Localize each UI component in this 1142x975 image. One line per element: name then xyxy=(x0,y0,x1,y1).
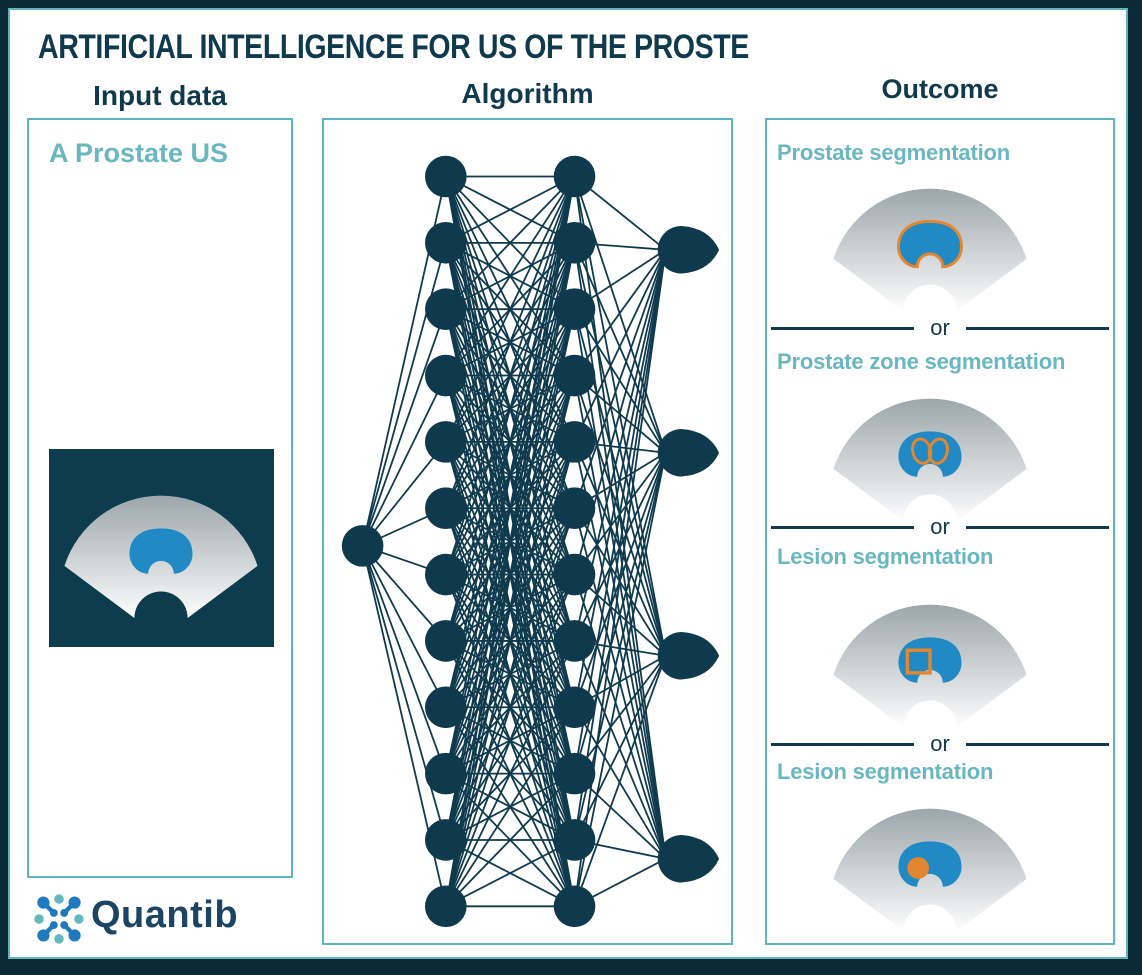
divider-line xyxy=(771,326,915,330)
column-header-algorithm: Algorithm xyxy=(461,78,594,109)
ultrasound-fan-icon xyxy=(62,489,260,622)
or-divider: or xyxy=(771,514,1109,540)
outcome-label-prostate-segmentation: Prostate segmentation xyxy=(777,140,1010,165)
outcome-fan-lesion-dot xyxy=(831,802,1029,935)
neural-network-diagram xyxy=(341,155,720,928)
divider-line xyxy=(771,525,915,529)
divider-line xyxy=(965,742,1109,746)
outcome-fan-zone-segmentation xyxy=(831,392,1029,525)
input-data-panel: A Prostate US xyxy=(27,118,293,878)
input-image-label: A Prostate US xyxy=(49,138,229,168)
or-text: or xyxy=(930,514,950,539)
divider-line xyxy=(771,742,915,746)
outcome-label-zone-segmentation: Prostate zone segmentation xyxy=(777,349,1066,374)
algorithm-panel xyxy=(322,118,733,945)
ultrasound-image xyxy=(49,449,274,647)
outcome-fan-prostate-segmentation xyxy=(831,182,1029,315)
or-text: or xyxy=(930,315,950,340)
quantib-logo-icon xyxy=(33,892,85,946)
outcome-panel: Prostate segmentation or Prostate zone s… xyxy=(765,118,1115,945)
column-header-input-data: Input data xyxy=(93,80,227,111)
outcome-label-lesion-segmentation-2: Lesion segmentation xyxy=(777,759,994,784)
outcome-fan-lesion-box xyxy=(831,598,1029,731)
divider-line xyxy=(965,326,1109,330)
quantib-logo: Quantib xyxy=(33,890,293,950)
or-divider: or xyxy=(771,731,1109,757)
or-text: or xyxy=(930,731,950,756)
or-divider: or xyxy=(771,315,1109,341)
divider-line xyxy=(965,525,1109,529)
outcome-label-lesion-segmentation: Lesion segmentation xyxy=(777,544,994,569)
quantib-wordmark: Quantib xyxy=(91,894,239,936)
column-header-outcome: Outcome xyxy=(881,74,999,104)
page-title: ARTIFICIAL INTELLIGENCE FOR US OF THE PR… xyxy=(38,28,749,66)
